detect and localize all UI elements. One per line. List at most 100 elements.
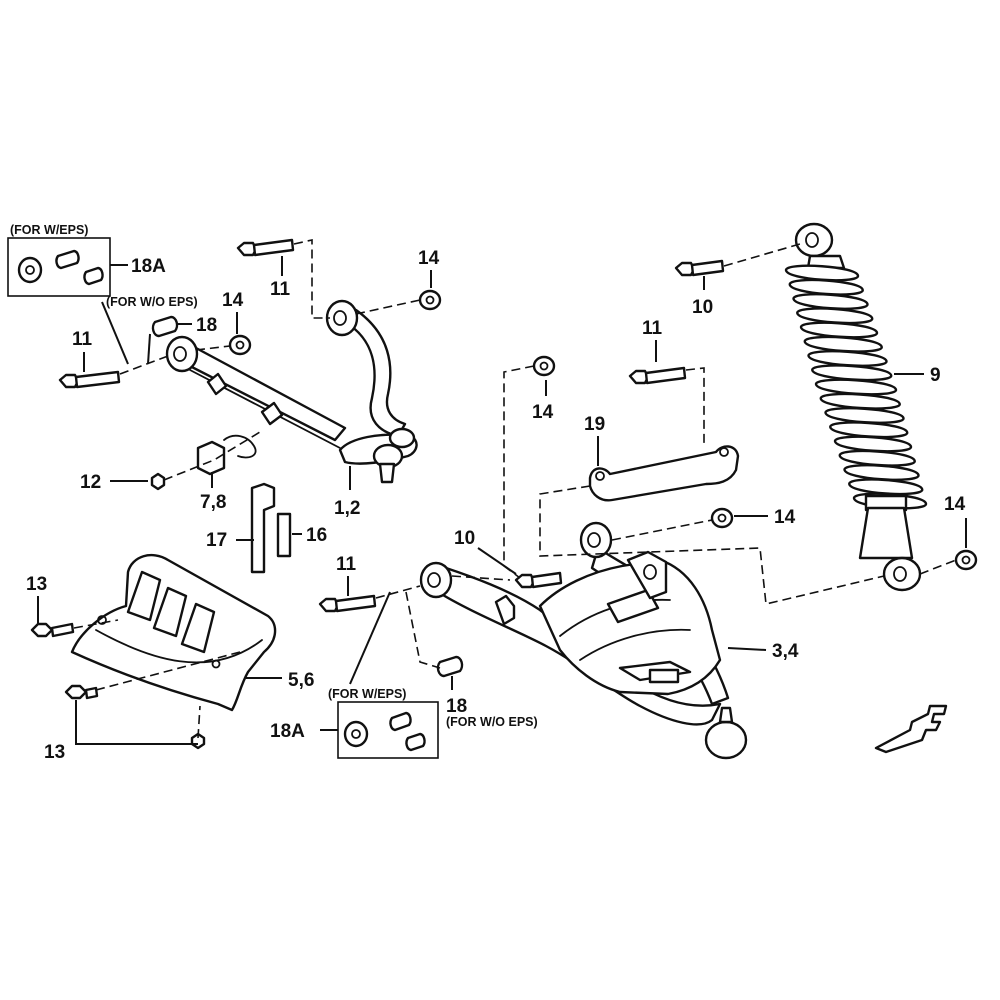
sleeve-icon xyxy=(389,711,412,732)
callout-11: 11 xyxy=(642,318,663,339)
bushing-hole xyxy=(25,265,35,275)
note-without-eps: (FOR W/O EPS) xyxy=(106,295,198,309)
shock-eye-hole xyxy=(805,232,819,248)
tube-bracket xyxy=(260,401,284,426)
lower-ball-joint xyxy=(704,720,748,760)
spring-coil xyxy=(796,307,874,325)
mount-hole xyxy=(211,659,221,669)
callout-14: 14 xyxy=(944,494,966,515)
assembly-line xyxy=(451,575,511,581)
gusset-window xyxy=(606,588,660,624)
bushing-hole xyxy=(351,729,361,739)
leader-18A-b xyxy=(349,591,391,685)
spring-coil xyxy=(792,293,869,310)
assembly-line xyxy=(119,355,169,375)
spring-coil xyxy=(843,464,920,481)
pivot-hole xyxy=(587,532,601,548)
assembly-line xyxy=(163,431,261,481)
nut xyxy=(954,549,978,571)
note-without-eps: (FOR W/O EPS) xyxy=(446,715,538,729)
pivot-hole xyxy=(173,346,187,362)
spring-coil xyxy=(784,264,860,282)
shock-mount-hole xyxy=(643,564,657,580)
note-with-eps: (FOR W/EPS) xyxy=(328,687,406,701)
bracket-hole xyxy=(719,447,729,457)
nut-hole xyxy=(235,340,245,350)
bolt-shank xyxy=(644,366,687,385)
bolt-head xyxy=(64,684,88,700)
skid-plate-edge xyxy=(95,629,263,664)
front-direction-icon xyxy=(874,704,948,754)
shock-eye-hole xyxy=(893,566,907,582)
nut xyxy=(532,355,556,377)
callout-11: 11 xyxy=(270,279,291,300)
screw xyxy=(150,472,166,491)
bushing-kit-inset-bottom xyxy=(337,701,439,759)
clip-wire xyxy=(223,434,257,459)
assembly-line xyxy=(197,705,201,739)
nut-hole xyxy=(717,513,727,523)
callout-9: 9 xyxy=(930,365,941,386)
upper-arm-ball-eye xyxy=(388,427,416,449)
collar-icon xyxy=(83,266,104,286)
skid-vent xyxy=(126,570,162,622)
upper-control-arm xyxy=(165,299,418,484)
pivot-hole xyxy=(427,572,441,588)
callout-10: 10 xyxy=(454,528,475,549)
stabilizer-bracket xyxy=(588,445,740,502)
upper-arm-tube xyxy=(180,346,347,442)
mount-hole xyxy=(97,615,107,625)
small-brackets xyxy=(196,434,292,574)
bolt-shank xyxy=(84,686,99,700)
callout-5-6: 5,6 xyxy=(288,670,314,691)
nut-hole xyxy=(539,361,549,371)
nut xyxy=(228,334,252,356)
callout-14: 14 xyxy=(774,507,796,528)
spring-coil xyxy=(807,350,888,367)
callout-3-4: 3,4 xyxy=(772,641,799,662)
assembly-line xyxy=(919,559,957,575)
lower-arm-gusset xyxy=(538,558,722,696)
leader-13b xyxy=(75,700,198,745)
bolt-shank xyxy=(74,370,121,389)
bushing-icon xyxy=(17,256,43,284)
callout-19: 19 xyxy=(584,414,605,435)
sleeve-icon xyxy=(55,249,80,270)
assembly-line xyxy=(73,619,119,629)
callout-10: 10 xyxy=(692,297,713,318)
spring-coil xyxy=(788,278,864,296)
callout-16: 16 xyxy=(306,525,327,546)
assembly-line xyxy=(539,485,885,605)
callout-18A: 18A xyxy=(270,721,305,742)
callout-18A: 18A xyxy=(131,256,166,277)
assembly-line xyxy=(375,585,421,599)
assembly-line xyxy=(405,591,441,669)
upper-arm-pivot-eye xyxy=(165,335,199,373)
bolt-shank xyxy=(530,571,563,589)
nut xyxy=(418,289,442,311)
bracket-7-8 xyxy=(196,440,226,476)
upper-arm-curved-tube xyxy=(343,308,407,438)
leader-lines xyxy=(37,256,967,745)
callout-11: 11 xyxy=(336,554,357,575)
callout-14: 14 xyxy=(222,290,244,311)
callout-14: 14 xyxy=(418,248,440,269)
callout-11: 11 xyxy=(72,329,93,350)
bracket-19 xyxy=(588,445,740,502)
coil-spring xyxy=(784,264,928,512)
assembly-line xyxy=(723,243,801,267)
callout-18: 18 xyxy=(446,696,467,717)
bolt-shank xyxy=(690,259,725,277)
bushing xyxy=(151,315,179,338)
spring-coil xyxy=(799,321,879,339)
nut xyxy=(710,507,734,529)
spring-coil xyxy=(833,435,913,453)
skid-plate xyxy=(30,553,277,750)
tube-tab xyxy=(494,594,516,626)
assembly-line xyxy=(195,345,231,351)
lower-arm-pivot-eye xyxy=(579,521,613,559)
callout-17: 17 xyxy=(206,530,227,551)
nut-hole xyxy=(961,555,971,565)
top-left-fasteners xyxy=(58,238,442,491)
